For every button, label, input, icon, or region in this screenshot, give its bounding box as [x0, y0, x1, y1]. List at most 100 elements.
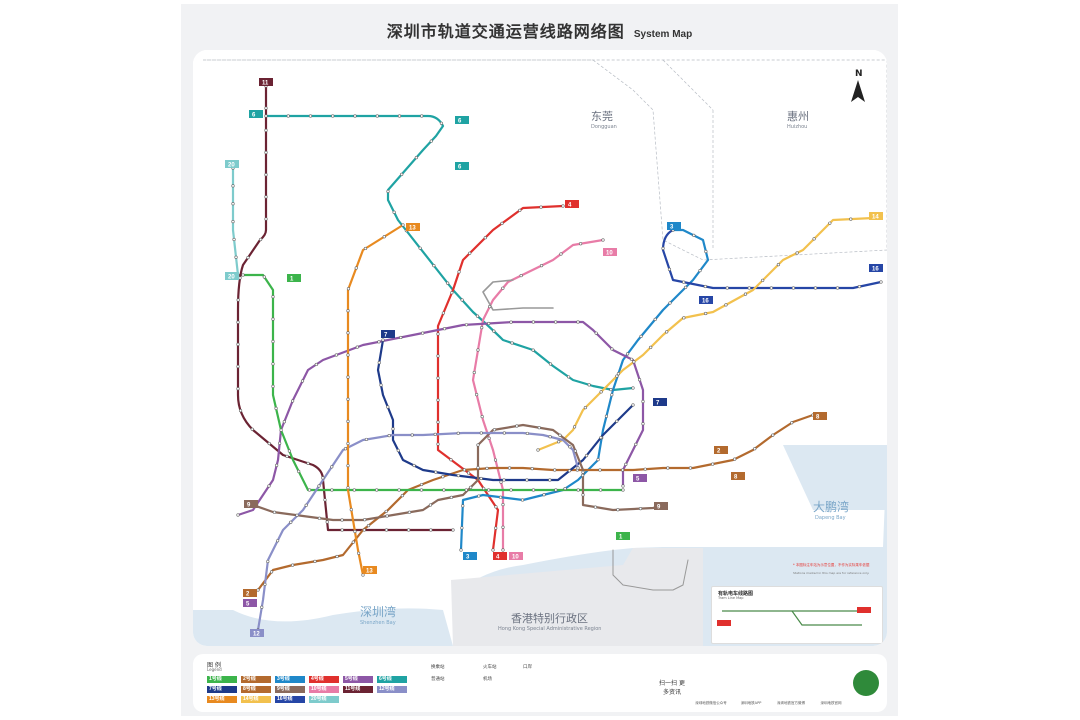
station-dot[interactable] — [436, 354, 440, 358]
station-dot[interactable] — [363, 246, 368, 251]
station-dot[interactable] — [476, 466, 480, 470]
station-dot[interactable] — [232, 237, 236, 242]
station-dot[interactable] — [286, 114, 290, 118]
station-dot[interactable] — [355, 345, 359, 349]
qr-code-app[interactable] — [735, 668, 767, 700]
station-dot[interactable] — [576, 488, 580, 492]
station-dot[interactable] — [407, 510, 412, 514]
station-dot[interactable] — [387, 434, 391, 438]
line-5[interactable] — [236, 320, 645, 517]
station-dot[interactable] — [464, 488, 468, 492]
station-dot[interactable] — [537, 426, 541, 430]
station-dot[interactable] — [487, 321, 491, 326]
line-16[interactable] — [661, 228, 883, 290]
station-dot[interactable] — [386, 189, 390, 194]
station-dot[interactable] — [331, 114, 335, 118]
station-dot[interactable] — [330, 465, 334, 469]
station-dot[interactable] — [264, 173, 268, 177]
station-dot[interactable] — [661, 246, 665, 250]
station-dot[interactable] — [314, 362, 318, 367]
station-dot[interactable] — [610, 347, 614, 351]
station-dot[interactable] — [323, 498, 327, 502]
station-dot[interactable] — [241, 273, 245, 277]
station-dot[interactable] — [362, 528, 366, 532]
station-dot[interactable] — [761, 278, 765, 282]
station-dot[interactable] — [381, 338, 385, 342]
station-dot[interactable] — [499, 480, 503, 484]
station-dot[interactable] — [441, 311, 445, 315]
map-panel[interactable]: 东莞 Dongguan 惠州 Huizhou 香港特别行政区 Hong Kong… — [193, 50, 887, 646]
station-dot[interactable] — [599, 436, 603, 440]
station-dot[interactable] — [548, 362, 553, 366]
station-dot[interactable] — [609, 387, 613, 392]
station-dot[interactable] — [441, 475, 445, 479]
station-dot[interactable] — [531, 348, 535, 352]
station-dot[interactable] — [340, 518, 344, 522]
station-dot[interactable] — [653, 317, 657, 321]
station-dot[interactable] — [573, 449, 577, 453]
station-dot[interactable] — [238, 409, 243, 413]
station-dot[interactable] — [429, 528, 433, 532]
station-dot[interactable] — [849, 217, 853, 221]
station-dot[interactable] — [449, 495, 453, 499]
station-dot[interactable] — [274, 406, 278, 410]
station-dot[interactable] — [420, 482, 424, 487]
station-dot[interactable] — [231, 220, 235, 224]
station-dot[interactable] — [262, 275, 266, 279]
station-dot[interactable] — [289, 520, 293, 524]
station-dot[interactable] — [400, 172, 404, 176]
station-dot[interactable] — [578, 242, 583, 246]
station-dot[interactable] — [692, 233, 696, 238]
station-dot[interactable] — [346, 331, 350, 335]
station-dot[interactable] — [548, 478, 552, 482]
station-dot[interactable] — [420, 114, 424, 118]
station-dot[interactable] — [346, 486, 350, 490]
station-dot[interactable] — [542, 493, 546, 497]
station-dot[interactable] — [343, 447, 348, 451]
station-dot[interactable] — [835, 286, 840, 290]
station-dot[interactable] — [297, 469, 301, 473]
station-dot[interactable] — [446, 281, 450, 285]
station-dot[interactable] — [399, 335, 403, 340]
station-dot[interactable] — [434, 470, 438, 474]
station-dot[interactable] — [236, 320, 240, 324]
station-dot[interactable] — [236, 364, 240, 369]
station-dot[interactable] — [530, 467, 534, 471]
station-dot[interactable] — [483, 236, 487, 240]
station-dot[interactable] — [499, 495, 503, 499]
station-dot[interactable] — [295, 513, 299, 517]
station-dot[interactable] — [776, 262, 781, 267]
station-dot[interactable] — [539, 263, 544, 268]
station-dot[interactable] — [456, 431, 460, 435]
station-dot[interactable] — [238, 276, 242, 280]
station-dot[interactable] — [475, 314, 480, 318]
station-dot[interactable] — [287, 449, 291, 453]
station-dot[interactable] — [554, 488, 558, 492]
station-dot[interactable] — [236, 298, 240, 302]
station-dot[interactable] — [410, 433, 414, 437]
station-dot[interactable] — [733, 457, 737, 461]
station-dot[interactable] — [436, 398, 440, 402]
station-dot[interactable] — [436, 376, 440, 380]
station-dot[interactable] — [346, 419, 350, 424]
station-dot[interactable] — [436, 442, 440, 446]
station-dot[interactable] — [366, 523, 371, 528]
station-dot[interactable] — [346, 287, 351, 291]
station-dot[interactable] — [432, 264, 436, 268]
station-dot[interactable] — [346, 309, 350, 313]
station-dot[interactable] — [688, 466, 693, 470]
station-dot[interactable] — [641, 422, 645, 426]
line-13[interactable] — [346, 223, 405, 577]
station-dot[interactable] — [507, 466, 512, 470]
station-dot[interactable] — [576, 320, 580, 324]
station-dot[interactable] — [469, 485, 473, 489]
station-dot[interactable] — [442, 488, 446, 492]
station-dot[interactable] — [594, 331, 598, 335]
station-dot[interactable] — [576, 466, 580, 470]
station-dot[interactable] — [307, 488, 312, 492]
station-dot[interactable] — [259, 237, 263, 242]
station-dot[interactable] — [300, 379, 305, 383]
station-dot[interactable] — [264, 114, 268, 118]
line-6[interactable] — [264, 114, 635, 392]
station-dot[interactable] — [631, 403, 635, 407]
